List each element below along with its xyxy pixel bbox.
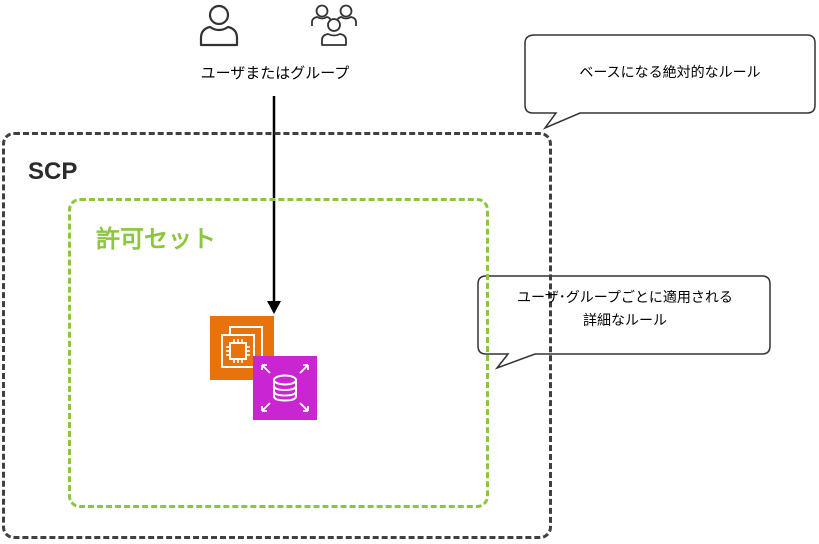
user-icon	[199, 4, 239, 47]
callout-detail-rule-line2: 詳細なルール	[583, 313, 667, 329]
callout-base-rule-text: ベースになる絶対的なルール	[579, 65, 761, 81]
permission-set-boundary	[68, 198, 489, 508]
group-icon	[311, 4, 357, 46]
scp-boundary	[2, 132, 552, 539]
rds-icon	[253, 356, 317, 420]
callout-detail-rule-line1: ユーザ･グループごとに適用される	[517, 290, 733, 306]
scp-label: SCP	[28, 158, 78, 185]
permission-set-label: 許可セット	[96, 225, 216, 253]
principal-label: ユーザまたはグループ	[200, 64, 350, 82]
callout-detail-rule-text: ユーザ･グループごとに適用される 詳細なルール	[480, 287, 770, 333]
access-arrowhead	[267, 301, 281, 314]
callout-bubble-base-rule	[524, 34, 816, 130]
